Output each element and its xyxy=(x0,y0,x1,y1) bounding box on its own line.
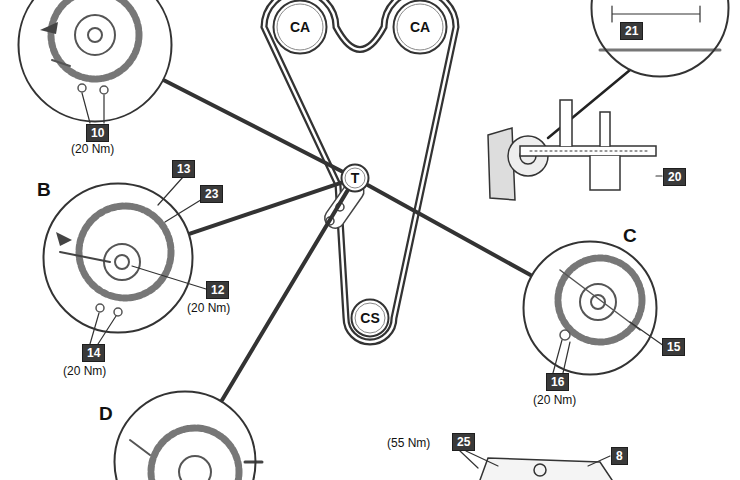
timing-belt xyxy=(264,0,456,342)
camshaft-pulley: CA xyxy=(272,0,328,55)
leader-connector xyxy=(222,191,347,400)
detail-inset: 21 xyxy=(590,0,730,78)
camshaft-pulley: CA xyxy=(392,0,448,55)
circle-outline xyxy=(522,240,658,376)
pulley-label: CA xyxy=(410,19,430,35)
callout-number: 8 xyxy=(611,447,628,465)
callout-number: 14 xyxy=(82,344,105,362)
detail-inset: 10(20 Nm) xyxy=(17,0,173,123)
callout-number: 12 xyxy=(206,281,229,299)
torque-value: (20 Nm) xyxy=(70,142,115,156)
pulley-label: CA xyxy=(290,19,310,35)
torque-value: (55 Nm) xyxy=(386,436,431,450)
detail-letter: D xyxy=(98,404,114,424)
circle-outline xyxy=(113,390,257,480)
pulley-label: CS xyxy=(360,310,379,326)
torque-value: (20 Nm) xyxy=(186,301,231,315)
pulley-label: T xyxy=(351,170,360,186)
timing-belt xyxy=(264,0,456,342)
torque-value: (20 Nm) xyxy=(532,393,577,407)
circle-outline xyxy=(590,0,730,78)
circle-outline xyxy=(42,182,194,334)
leader-connector xyxy=(164,81,341,172)
leader-connector xyxy=(190,183,341,234)
tensioner-pulley: T xyxy=(340,163,370,193)
gear-detail xyxy=(130,428,262,480)
detail-letter: C xyxy=(622,226,638,246)
part-detail xyxy=(460,451,612,480)
detail-inset: B132312(20 Nm)14(20 Nm) xyxy=(42,182,194,334)
detail-inset: C1516(20 Nm) xyxy=(522,240,658,376)
callout-number: 15 xyxy=(662,338,685,356)
torque-value: (20 Nm) xyxy=(62,364,107,378)
callout-number: 25 xyxy=(452,433,475,451)
callout-number: 20 xyxy=(663,168,686,186)
gear-detail xyxy=(40,0,139,123)
gear-detail xyxy=(56,177,206,344)
callout-number: 21 xyxy=(620,22,643,40)
caliper-illustration xyxy=(488,100,662,200)
callout-number: 13 xyxy=(172,160,195,178)
callout-number: 23 xyxy=(200,185,223,203)
detail-inset: D xyxy=(113,390,257,480)
circle-outline xyxy=(17,0,173,123)
callout-number: 10 xyxy=(86,124,109,142)
callout-number: 16 xyxy=(546,373,569,391)
crankshaft-pulley: CS xyxy=(350,298,390,338)
leader-connector xyxy=(368,185,530,275)
detail-letter: B xyxy=(36,180,52,200)
